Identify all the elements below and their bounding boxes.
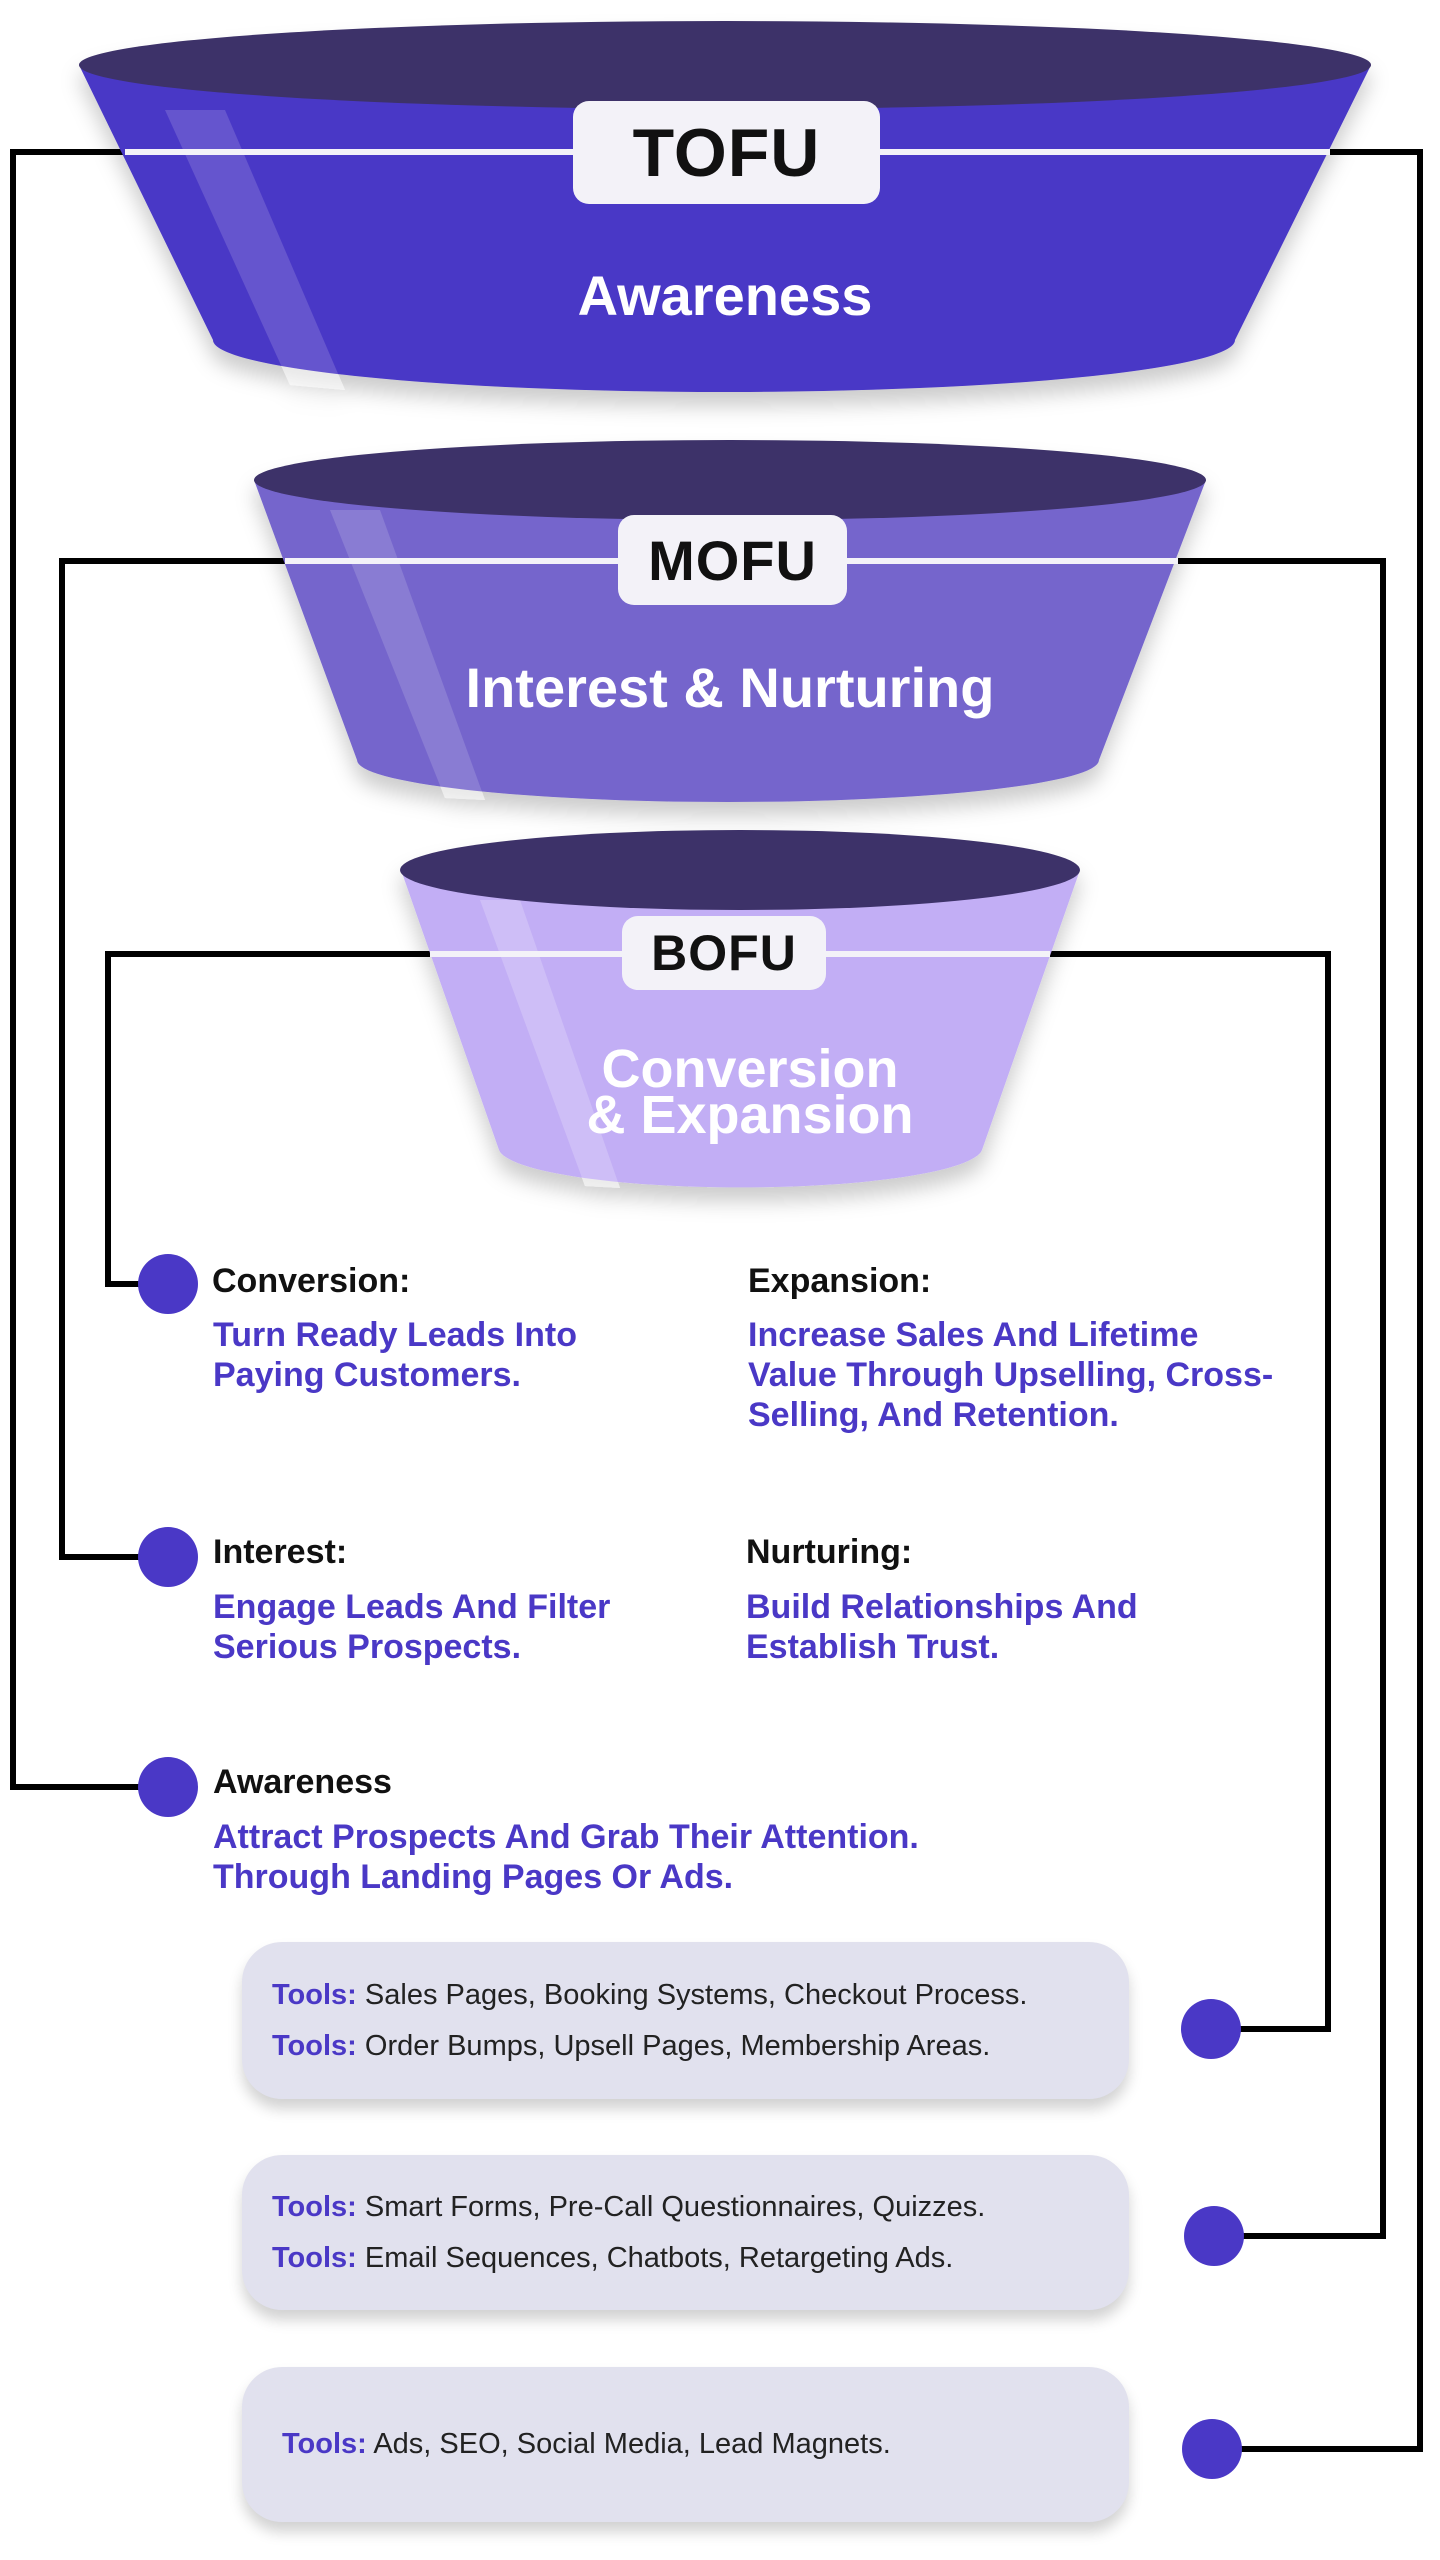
bofu-right-connector: [1040, 951, 1331, 2032]
nurturing-title: Nurturing:: [746, 1533, 913, 1571]
bofu-funnel-segment: [400, 830, 1080, 1188]
conversion-body: Turn Ready Leads Into Paying Customers.: [213, 1316, 577, 1394]
tools-label: Tools:: [272, 2241, 357, 2274]
bofu-stage-title-line2: & Expansion: [586, 1085, 914, 1145]
awareness-body: Attract Prospects And Grab Their Attenti…: [213, 1818, 919, 1896]
interest-title: Interest:: [213, 1533, 348, 1571]
tools-text: Order Bumps, Upsell Pages, Membership Ar…: [364, 2029, 991, 2062]
interest-dot: [138, 1527, 198, 1587]
expansion-title: Expansion:: [748, 1262, 932, 1300]
tofu-stage-title: Awareness: [577, 264, 873, 327]
bofu-tools-box: Tools: Sales Pages, Booking Systems, Che…: [242, 1942, 1129, 2099]
tools-line: Tools: Smart Forms, Pre-Call Questionnai…: [272, 2191, 1129, 2224]
expansion-body: Increase Sales And Lifetime Value Throug…: [748, 1316, 1274, 1434]
tofu-tag: TOFU: [573, 101, 880, 204]
mofu-funnel-segment: [254, 440, 1206, 802]
mofu-right-connector: [1170, 558, 1386, 2239]
mofu-tools-box: Tools: Smart Forms, Pre-Call Questionnai…: [242, 2155, 1129, 2310]
bofu-left-connector: [105, 951, 430, 1287]
nurturing-body: Build Relationships And Establish Trust.: [746, 1588, 1138, 1666]
tools-label: Tools:: [272, 1978, 357, 2011]
tofu-tools-dot: [1182, 2419, 1242, 2479]
tools-label: Tools:: [272, 2029, 357, 2062]
mofu-left-connector: [59, 558, 290, 1560]
bofu-tag: BOFU: [622, 916, 826, 990]
conversion-title: Conversion:: [212, 1262, 411, 1300]
tofu-tools-box: Tools: Ads, SEO, Social Media, Lead Magn…: [242, 2367, 1129, 2522]
tools-label: Tools:: [282, 2428, 367, 2460]
tofu-right-connector: [1212, 149, 1423, 2452]
tools-text: Ads, SEO, Social Media, Lead Magnets.: [373, 2428, 891, 2460]
tools-text: Sales Pages, Booking Systems, Checkout P…: [364, 1978, 1028, 2011]
tools-line: Tools: Email Sequences, Chatbots, Retarg…: [272, 2242, 1129, 2275]
tools-line: Tools: Sales Pages, Booking Systems, Che…: [272, 1979, 1129, 2012]
tools-label: Tools:: [272, 2190, 357, 2223]
bofu-stage-title-line1: Conversion: [601, 1039, 899, 1099]
awareness-dot: [138, 1757, 198, 1817]
tofu-funnel-segment: [79, 21, 1371, 392]
connector-lines: [10, 149, 1423, 2452]
tools-text: Email Sequences, Chatbots, Retargeting A…: [364, 2241, 954, 2274]
mofu-tag: MOFU: [618, 515, 847, 605]
bofu-tools-dot: [1181, 1999, 1241, 2059]
tofu-left-connector: [10, 149, 168, 1790]
interest-body: Engage Leads And Filter Serious Prospect…: [213, 1588, 611, 1666]
tools-text: Smart Forms, Pre-Call Questionnaires, Qu…: [364, 2190, 986, 2223]
tools-line: Tools: Order Bumps, Upsell Pages, Member…: [272, 2030, 1129, 2063]
mofu-stage-title: Interest & Nurturing: [465, 656, 995, 719]
conversion-dot: [138, 1254, 198, 1314]
awareness-title: Awareness: [213, 1763, 392, 1801]
mofu-tools-dot: [1184, 2206, 1244, 2266]
tools-line: Tools: Ads, SEO, Social Media, Lead Magn…: [282, 2428, 1129, 2461]
